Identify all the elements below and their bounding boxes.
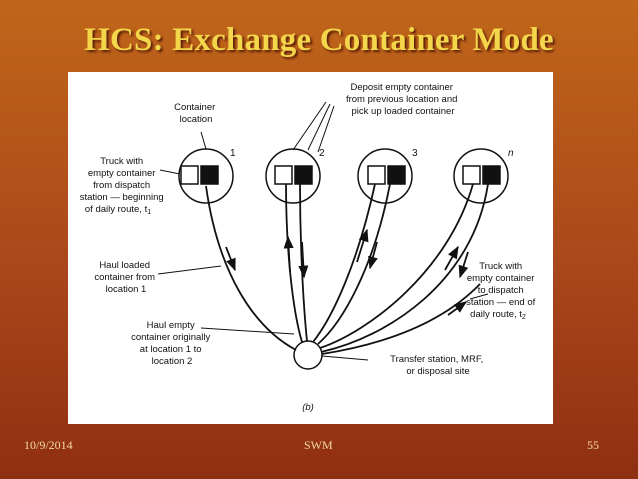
location-3 — [357, 148, 413, 204]
loaded-container-icon — [482, 165, 501, 185]
route-to-dispatch — [321, 283, 481, 355]
loaded-container-icon — [387, 165, 406, 185]
footer-date: 10/9/2014 — [24, 438, 73, 452]
diagram-figure: 1 2 3 n Container location Deposit empty… — [68, 72, 553, 424]
slide-number: 55 — [587, 438, 599, 452]
arrow-to-dispatch — [447, 301, 468, 316]
route-from-location-n — [320, 183, 489, 353]
leader-lines — [157, 101, 489, 361]
location-number-n: n — [508, 148, 514, 159]
transfer-station-node — [293, 340, 323, 370]
empty-container-icon — [367, 165, 386, 185]
arrow-from-location-3 — [368, 241, 378, 270]
location-number-1: 1 — [230, 148, 236, 159]
haul-empty-label: Haul empty container originally at locat… — [131, 320, 213, 367]
location-n — [453, 148, 509, 204]
route-paths — [205, 183, 489, 355]
empty-container-icon — [462, 165, 481, 185]
truck-start-label: Truck with empty container from dispatch… — [80, 156, 167, 216]
location-1 — [178, 148, 234, 204]
route-to-location-n — [319, 183, 474, 349]
empty-container-icon — [180, 165, 199, 185]
arrow-to-location-3 — [356, 228, 369, 263]
route-from-location-3 — [317, 183, 391, 345]
slide-title: HCS: Exchange Container Mode — [84, 22, 554, 58]
route-to-location-3 — [312, 183, 376, 343]
footer-center-text: SWM — [304, 438, 333, 452]
route-to-location-2 — [285, 183, 303, 343]
haul-loaded-label: Haul loaded container from location 1 — [94, 260, 157, 295]
container-location-label: Container location — [174, 102, 218, 125]
location-number-2: 2 — [319, 148, 325, 159]
arrow-to-location-2 — [283, 235, 294, 273]
figure-caption: (b) — [302, 402, 314, 413]
truck-end-label: Truck with empty container to dispatch s… — [466, 261, 538, 321]
location-2 — [265, 148, 321, 204]
arrow-from-location-2 — [298, 241, 309, 279]
arrow-from-location-n — [458, 251, 469, 279]
location-number-3: 3 — [412, 148, 418, 159]
arrow-haul-loaded-1 — [225, 246, 236, 272]
loaded-container-icon — [200, 165, 219, 185]
empty-container-icon — [274, 165, 293, 185]
arrow-to-location-n — [444, 245, 459, 271]
collection-route-diagram: 1 2 3 n Container location Deposit empty… — [80, 82, 538, 413]
loaded-container-icon — [294, 165, 313, 185]
haul-loaded-from-1 — [205, 185, 297, 351]
transfer-station-label: Transfer station, MRF, or disposal site — [390, 354, 486, 377]
deposit-label: Deposit empty container from previous lo… — [346, 82, 460, 117]
